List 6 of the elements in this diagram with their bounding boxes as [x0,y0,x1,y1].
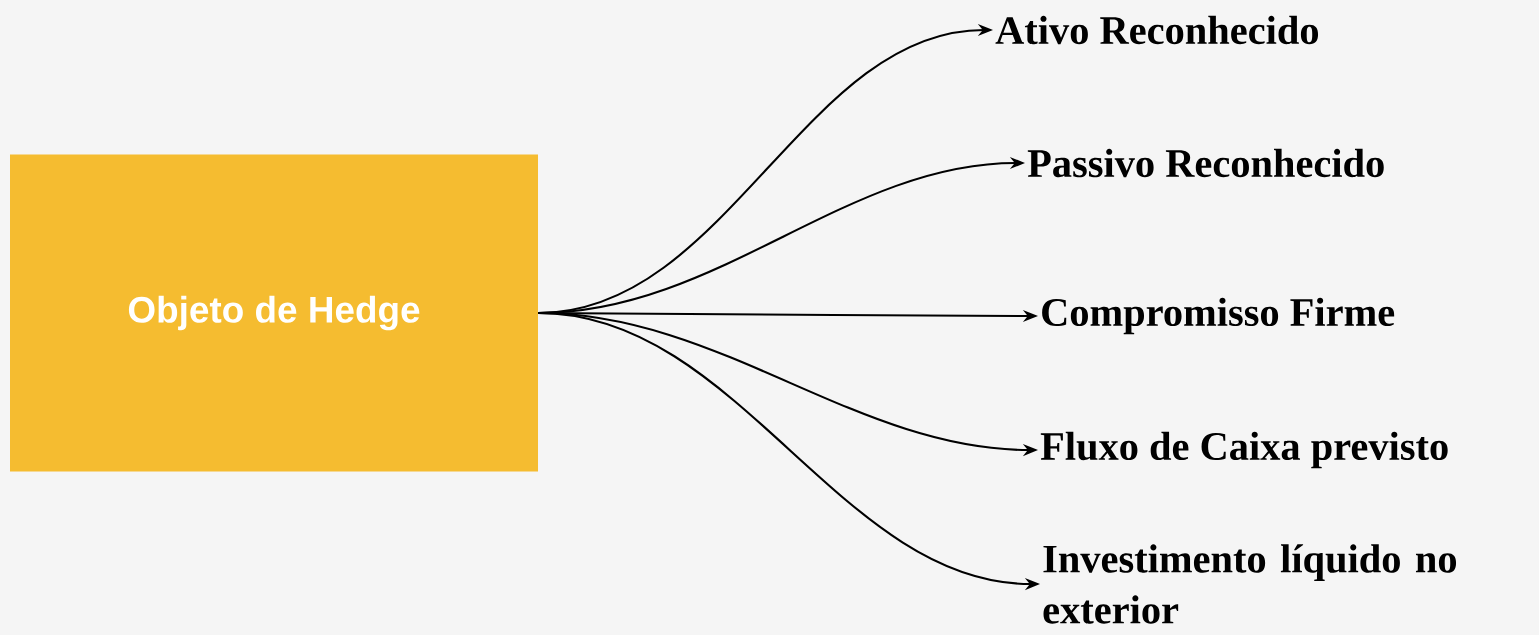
target-label: Ativo Reconhecido [995,15,1319,45]
process-box: Objeto de Hedge [10,154,538,472]
target-label: Compromisso Firme [1042,297,1395,335]
target-label: Investimento líquido no exterior [1043,544,1457,624]
target-label: Passivo Reconhecido [1027,148,1384,178]
target-label: Fluxo de Caixa previsto [1040,431,1448,469]
